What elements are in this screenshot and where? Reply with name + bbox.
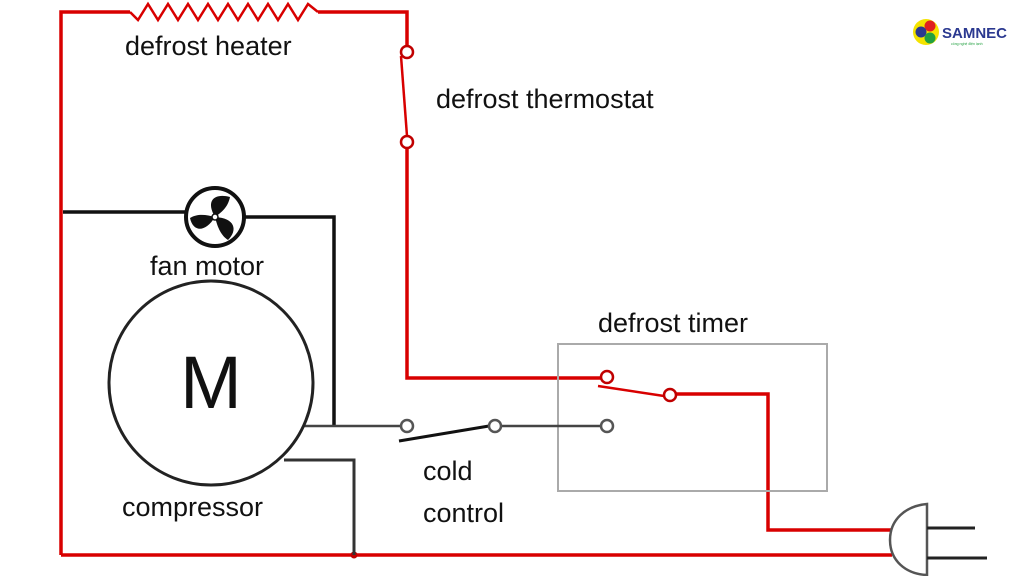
label-defrost-thermostat: defrost thermostat [436, 84, 654, 114]
logo-text: SAMNEC [942, 25, 1007, 42]
thermostat-switch-blade [399, 55, 409, 137]
timer-contact-defrost [662, 387, 678, 403]
wire-thermostat-to-timer [405, 148, 601, 380]
timer-switch-blade [597, 384, 665, 398]
defrost-heater-resistor [129, 1, 319, 23]
label-defrost-heater: defrost heater [125, 31, 292, 61]
defrost-timer-box [557, 343, 828, 492]
label-cold-control-line1: cold [423, 456, 473, 486]
neutral-wire-circuit [63, 210, 356, 555]
label-fan-motor: fan motor [150, 251, 264, 281]
fan-icon [184, 186, 246, 248]
wire-fan-out [244, 215, 336, 426]
thermostat-contact-top [399, 44, 415, 60]
label-compressor: compressor [122, 492, 263, 522]
label-cold-control-line2: control [423, 498, 504, 528]
cold-control-switch-blade [398, 424, 490, 443]
wire-timer-to-plug [676, 392, 892, 532]
wire-compressor-bottom [284, 458, 356, 555]
wire-heater-to-thermostat [318, 10, 409, 46]
label-defrost-timer: defrost timer [598, 308, 748, 338]
hot-wire-circuit [59, 1, 892, 557]
cold-control-contact-right [487, 418, 503, 434]
compressor-motor-symbol [107, 279, 315, 487]
cold-control-contact-left [399, 418, 415, 434]
thermostat-contact-bottom [399, 134, 415, 150]
timer-contact-cooling [599, 418, 615, 434]
wire-left-top [59, 10, 130, 555]
timer-contact-common [599, 369, 615, 385]
label-motor-symbol: M [180, 341, 242, 424]
power-plug-icon [888, 502, 987, 576]
logo-tagline: công nghệ điện lạnh [951, 42, 983, 46]
samnec-logo: SAMNEC công nghệ điện lạnh [913, 19, 1007, 46]
